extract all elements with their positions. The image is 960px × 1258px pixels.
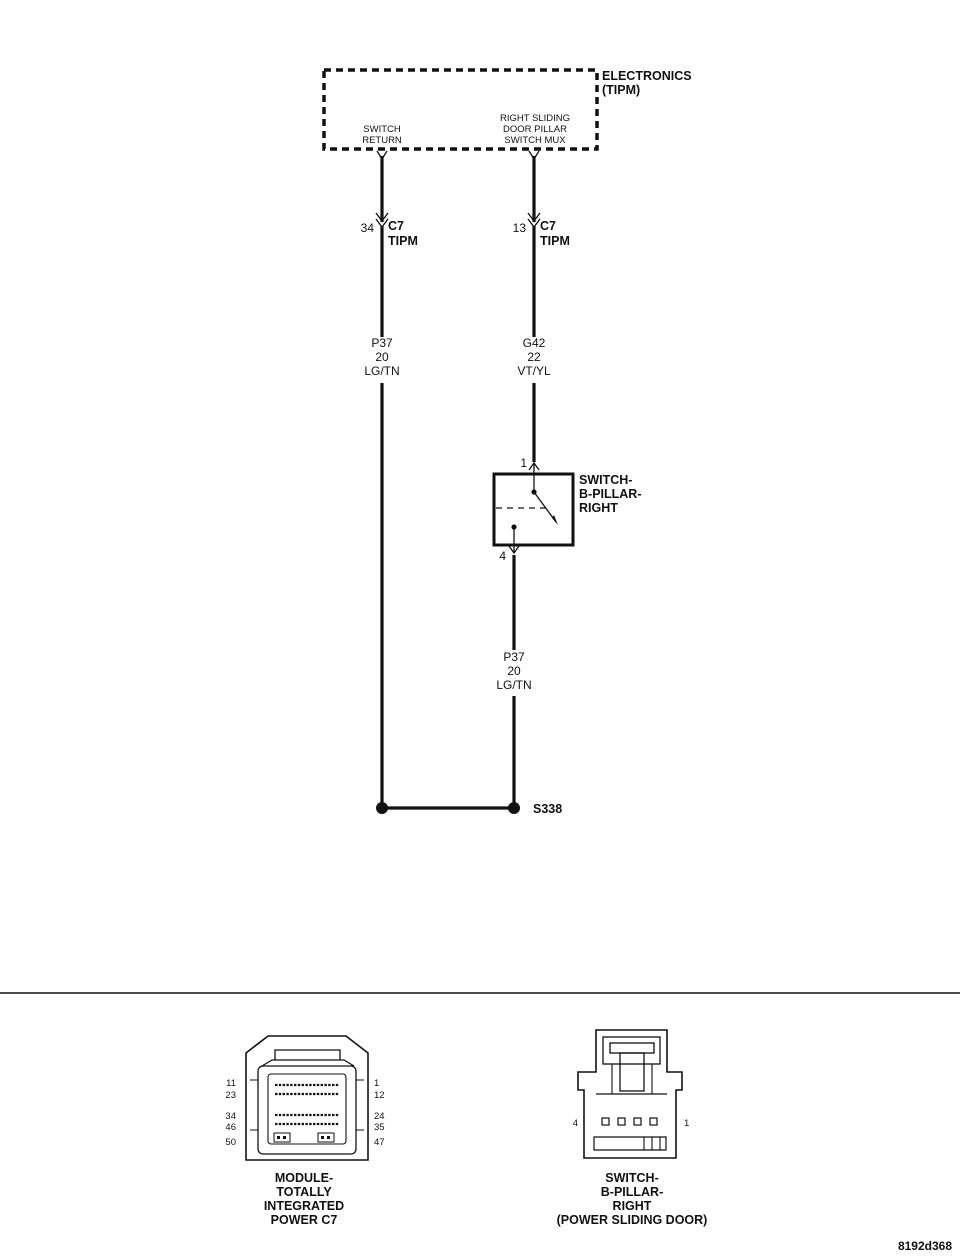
module-pin-label-23: 23 [225,1090,236,1101]
switch-connector-latch-tab [619,1052,645,1092]
tipm-module-subtitle: (TIPM) [602,83,640,97]
module-pin-label-12: 12 [374,1090,385,1101]
module-caption-3: INTEGRATED [264,1199,344,1213]
switch-caption-3: RIGHT [613,1199,652,1213]
module-caption-2: TOTALLY [276,1185,332,1199]
switch-b-pillar-right: 1 4 SWITCH- B-PILLAR- RIGHT [492,456,642,563]
circuit-switch-return: 34 C7 TIPM P37 20 LG/TN [361,150,418,808]
switch-connector-pin-4: 4 [573,1118,578,1129]
switch-pin-top-label: 1 [520,456,527,470]
splice-node-right [508,802,520,814]
circuit-switch-mux: 13 C7 TIPM G42 22 VT/YL [513,150,570,462]
module-key-right-pin-b [327,1136,330,1139]
module-key-left [273,1132,291,1143]
module-pin-label-46: 46 [225,1122,236,1133]
wire-right-circuit: G42 [523,336,546,350]
tipm-module-title: ELECTRONICS [602,69,692,83]
switch-label-2: B-PILLAR- [579,487,642,501]
wire-right-gauge: 22 [527,350,541,364]
module-key-left-pin-b [283,1136,286,1139]
switch-blade [533,491,557,523]
splice-s338: S338 [376,802,562,816]
switch-cavity-4 [601,1117,610,1126]
switch-caption-4: (POWER SLIDING DOOR) [557,1213,708,1227]
switch-cavity-3 [617,1117,626,1126]
module-pin-label-34: 34 [225,1111,236,1122]
pin-label-switch-return-1: SWITCH [363,124,401,135]
wire-left-color: LG/TN [364,364,399,378]
wire-right-lower-circuit: P37 [503,650,525,664]
module-caption-1: MODULE- [275,1171,333,1185]
switch-pin4-arrow [508,545,520,555]
pin-label-switch-mux-2: DOOR PILLAR [503,124,567,135]
module-connector-outline [245,1035,369,1161]
connector-left-pin: 34 [361,221,375,235]
wire-right-color: VT/YL [517,364,551,378]
module-connector-latch [274,1049,341,1060]
connector-view-module-c7: 11 23 34 46 50 1 12 24 35 47 MODULE- TOT… [225,1035,385,1227]
connector-right-location: TIPM [540,234,570,248]
switch-label-3: RIGHT [579,501,618,515]
switch-pin-bottom-label: 4 [499,549,506,563]
switch-blade-arrow [552,515,558,525]
connector-right-pin: 13 [513,221,527,235]
switch-connector-outline [577,1029,683,1159]
tipm-module: ELECTRONICS (TIPM) SWITCH RETURN RIGHT S… [322,68,692,151]
module-pin-label-50: 50 [225,1137,236,1148]
connector-left-location: TIPM [388,234,418,248]
switch-connector-base [593,1136,667,1151]
switch-connector-pin-1: 1 [684,1118,689,1129]
module-key-right-pin-a [321,1136,324,1139]
module-pin-label-24: 24 [374,1111,385,1122]
connector-left-name: C7 [388,219,404,233]
module-pin-label-11: 11 [226,1078,236,1089]
switch-cavity-1 [649,1117,658,1126]
connector-view-switch: 4 1 SWITCH- B-PILLAR- RIGHT (POWER SLIDI… [557,1029,708,1227]
pin-label-switch-return-2: RETURN [362,135,402,146]
switch-cavity-2 [633,1117,642,1126]
switch-label-1: SWITCH- [579,473,632,487]
connector-arrow-right-top [527,212,541,223]
wire-right-lower-color: LG/TN [496,678,531,692]
circuit-switch-ground-return: P37 20 LG/TN [496,555,532,808]
tipm-module-outline [322,68,599,151]
connector-right-name: C7 [540,219,556,233]
connector-arrow-left-top [375,212,389,223]
pin-label-switch-mux-3: SWITCH MUX [504,135,566,146]
module-pin-label-1: 1 [374,1078,379,1089]
module-connector-inner-top [261,1059,355,1067]
switch-pin1-arrow [528,461,540,471]
wire-left-gauge: 20 [375,350,389,364]
splice-label: S338 [533,802,562,816]
wire-right-lower-gauge: 20 [507,664,521,678]
wire-left-circuit: P37 [371,336,393,350]
module-connector-cavity-block [267,1073,347,1145]
switch-connector-latch-bar [609,1042,655,1054]
switch-caption-1: SWITCH- [605,1171,658,1185]
module-caption-4: POWER C7 [271,1213,338,1227]
module-connector-inner-body [257,1065,357,1155]
module-pin-label-47: 47 [374,1137,385,1148]
module-pin-label-35: 35 [374,1122,385,1133]
switch-connector-latch-outer [602,1036,661,1065]
module-key-left-pin-a [277,1136,280,1139]
module-key-right [317,1132,335,1143]
switch-caption-2: B-PILLAR- [601,1185,664,1199]
figure-id: 8192d368 [898,1239,952,1253]
pin-label-switch-mux-1: RIGHT SLIDING [500,113,570,124]
splice-node-left [376,802,388,814]
